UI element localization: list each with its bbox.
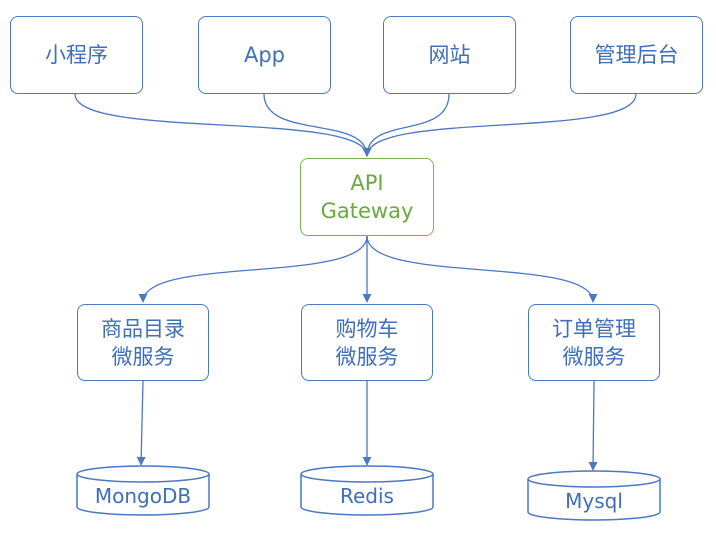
database-label-mongodb: MongoDB	[94, 484, 192, 508]
database-cylinder-mysql	[527, 470, 661, 521]
service-line2: 微服务	[562, 344, 626, 369]
service-order: 订单管理 微服务	[528, 304, 660, 381]
connector-miniapp-gateway	[74, 93, 372, 157]
database-label-mysql: Mysql	[565, 489, 623, 513]
client-label: 小程序	[45, 43, 108, 67]
api-gateway-box: API Gateway	[300, 158, 434, 236]
gateway-line1: API	[350, 171, 384, 195]
connector-website-gateway	[362, 93, 450, 157]
client-website: 网站	[383, 16, 516, 94]
service-line1: 订单管理	[552, 316, 636, 341]
gateway-line2: Gateway	[320, 199, 414, 223]
client-miniprogram: 小程序	[10, 16, 143, 94]
client-label: App	[243, 43, 286, 67]
service-line1: 购物车	[335, 316, 399, 341]
service-line2: 微服务	[335, 344, 399, 369]
service-line2: 微服务	[111, 344, 175, 369]
database-cylinder-mongodb	[76, 465, 210, 516]
connector-order-mysql	[588, 380, 598, 471]
connector-catalog-mongodb	[136, 380, 146, 466]
connector-gateway-order	[366, 235, 598, 303]
database-label-redis: Redis	[340, 484, 394, 508]
service-line1: 商品目录	[101, 316, 185, 341]
client-app: App	[198, 16, 331, 94]
client-admin: 管理后台	[570, 16, 703, 94]
database-cylinder-redis	[300, 465, 434, 516]
service-cart: 购物车 微服务	[301, 304, 433, 381]
connector-gateway-catalog	[138, 235, 368, 303]
client-label: 网站	[428, 43, 471, 67]
connector-admin-gateway	[362, 93, 637, 157]
connector-app-gateway	[263, 93, 372, 157]
client-label: 管理后台	[594, 43, 679, 67]
service-catalog: 商品目录 微服务	[77, 304, 209, 381]
